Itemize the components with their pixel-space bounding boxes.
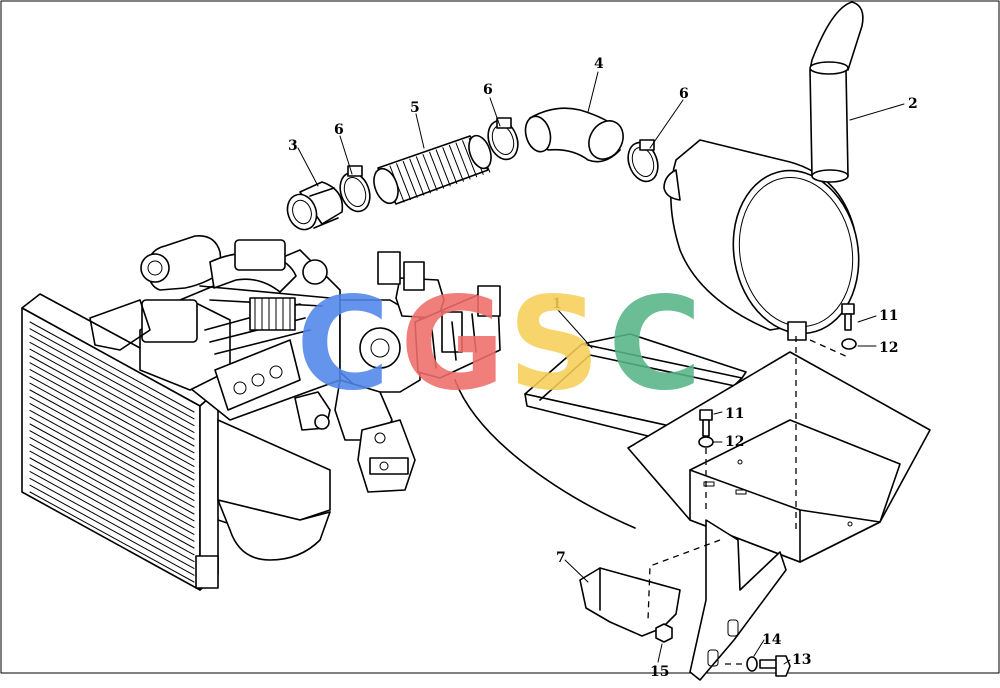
callout-5: 5	[410, 100, 420, 116]
intake-stack-2	[809, 1, 864, 183]
page-frame	[0, 0, 1000, 674]
watermark-letter-g: G	[400, 270, 505, 419]
bolt-13	[759, 655, 791, 677]
coupler-3	[286, 181, 344, 231]
assembly-lines	[647, 336, 851, 665]
washer-12a	[841, 338, 857, 350]
mounting-bracket	[627, 351, 931, 681]
engine-mount	[334, 251, 501, 493]
clamp-6b	[487, 117, 519, 161]
nut-15	[655, 623, 673, 643]
hose	[454, 379, 636, 529]
callout-12b: 12	[725, 434, 744, 450]
callout-12a: 12	[879, 340, 898, 356]
bolt-11b	[699, 409, 713, 437]
callout-15: 15	[650, 664, 669, 680]
clamp-6a	[339, 165, 371, 213]
callout-1: 1	[552, 296, 562, 312]
tray-1	[524, 333, 747, 445]
callout-6b: 6	[483, 82, 493, 98]
watermark-letter-c: C	[296, 270, 390, 419]
watermark-letter-c2: C	[608, 270, 702, 419]
callout-14: 14	[762, 632, 782, 648]
callout-6a: 6	[334, 122, 344, 138]
corrugated-hose-5	[373, 134, 492, 205]
washer-14	[746, 656, 758, 672]
air-cleaner	[663, 139, 860, 341]
watermark-logo: C G S C	[296, 270, 702, 419]
callout-3: 3	[288, 138, 298, 154]
callout-11a: 11	[879, 308, 898, 324]
bolt-11a	[841, 303, 855, 331]
callout-2: 2	[908, 96, 918, 112]
washer-12b	[698, 436, 714, 448]
elbow-4	[524, 107, 624, 163]
clamp-6c	[627, 139, 659, 183]
watermark-letter-s: S	[508, 270, 600, 419]
engine	[89, 235, 341, 561]
callout-11b: 11	[725, 406, 744, 422]
callout-6c: 6	[679, 86, 689, 102]
leader-lines	[297, 71, 905, 665]
callout-7: 7	[556, 550, 566, 566]
callout-4: 4	[594, 56, 604, 72]
callout-13: 13	[792, 652, 811, 668]
